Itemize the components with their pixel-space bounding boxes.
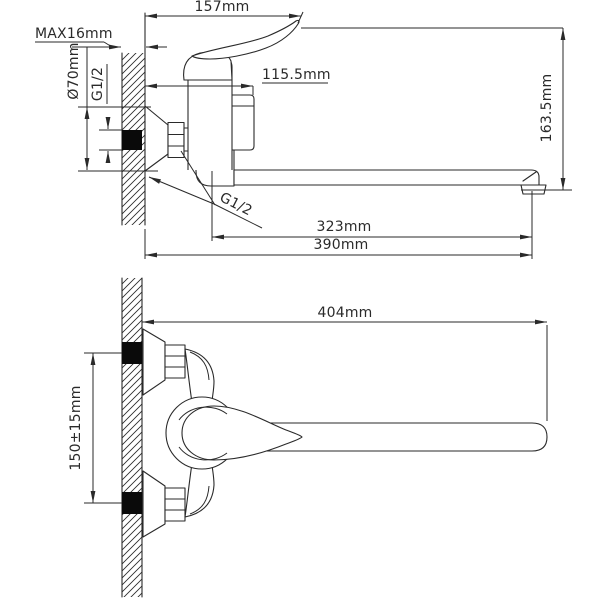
dim-inlet-centres-label: 150±15mm: [68, 385, 84, 470]
hex-nut-lower-plan: [164, 487, 186, 522]
dim-wall-thread-label: G1/2: [90, 67, 106, 101]
dim-overall-reach-label: 390mm: [314, 237, 369, 253]
lever-handle-side: [191, 19, 300, 60]
wall-pipe-section: [122, 130, 142, 150]
plan-view: 404mm 150±15mm: [68, 277, 548, 598]
dim-overall-height-label: 163.5mm: [539, 74, 555, 143]
dim-escutcheon-diameter: Ø70mm: [66, 42, 158, 172]
dim-body-projection-label: 115.5mm: [262, 67, 331, 83]
body-rear-housing: [229, 94, 255, 151]
wall-hatch-plan: [122, 278, 142, 597]
side-elevation-view: 157mm MAX16mm Ø70mm G1/2: [35, 0, 572, 259]
dim-escutcheon-diameter-label: Ø70mm: [66, 42, 82, 99]
dim-inlet-centres: 150±15mm: [68, 352, 122, 504]
spout-tube-side: [234, 169, 540, 186]
dim-overall-reach: 390mm: [144, 191, 533, 259]
escutcheon-upper-plan: [142, 328, 166, 396]
escutcheon-lower-plan: [142, 470, 166, 538]
escutcheon-side: [144, 105, 169, 172]
hex-nut-upper-plan: [164, 344, 186, 379]
dim-wall-thread: G1/2: [90, 64, 122, 163]
dim-spout-thread: G1/2: [148, 150, 263, 229]
dim-overall-projection-label: 404mm: [318, 305, 373, 321]
dim-spout-reach-label: 323mm: [317, 219, 372, 235]
dim-overall-projection: 404mm: [142, 305, 548, 421]
dim-handle-length: 157mm: [145, 0, 304, 24]
spout-tube-plan: [230, 422, 548, 452]
dim-wall-thickness: MAX16mm: [35, 26, 167, 50]
dim-body-projection: 115.5mm: [145, 67, 331, 95]
dim-overall-height: 163.5mm: [301, 27, 572, 191]
wall-pipe-upper: [122, 342, 142, 364]
dim-handle-length-label: 157mm: [195, 0, 250, 15]
lever-handle-plan: [181, 405, 303, 461]
dim-spout-reach: 323mm: [211, 171, 532, 241]
dim-wall-thickness-label: MAX16mm: [35, 26, 113, 42]
wall-pipe-lower: [122, 492, 142, 514]
